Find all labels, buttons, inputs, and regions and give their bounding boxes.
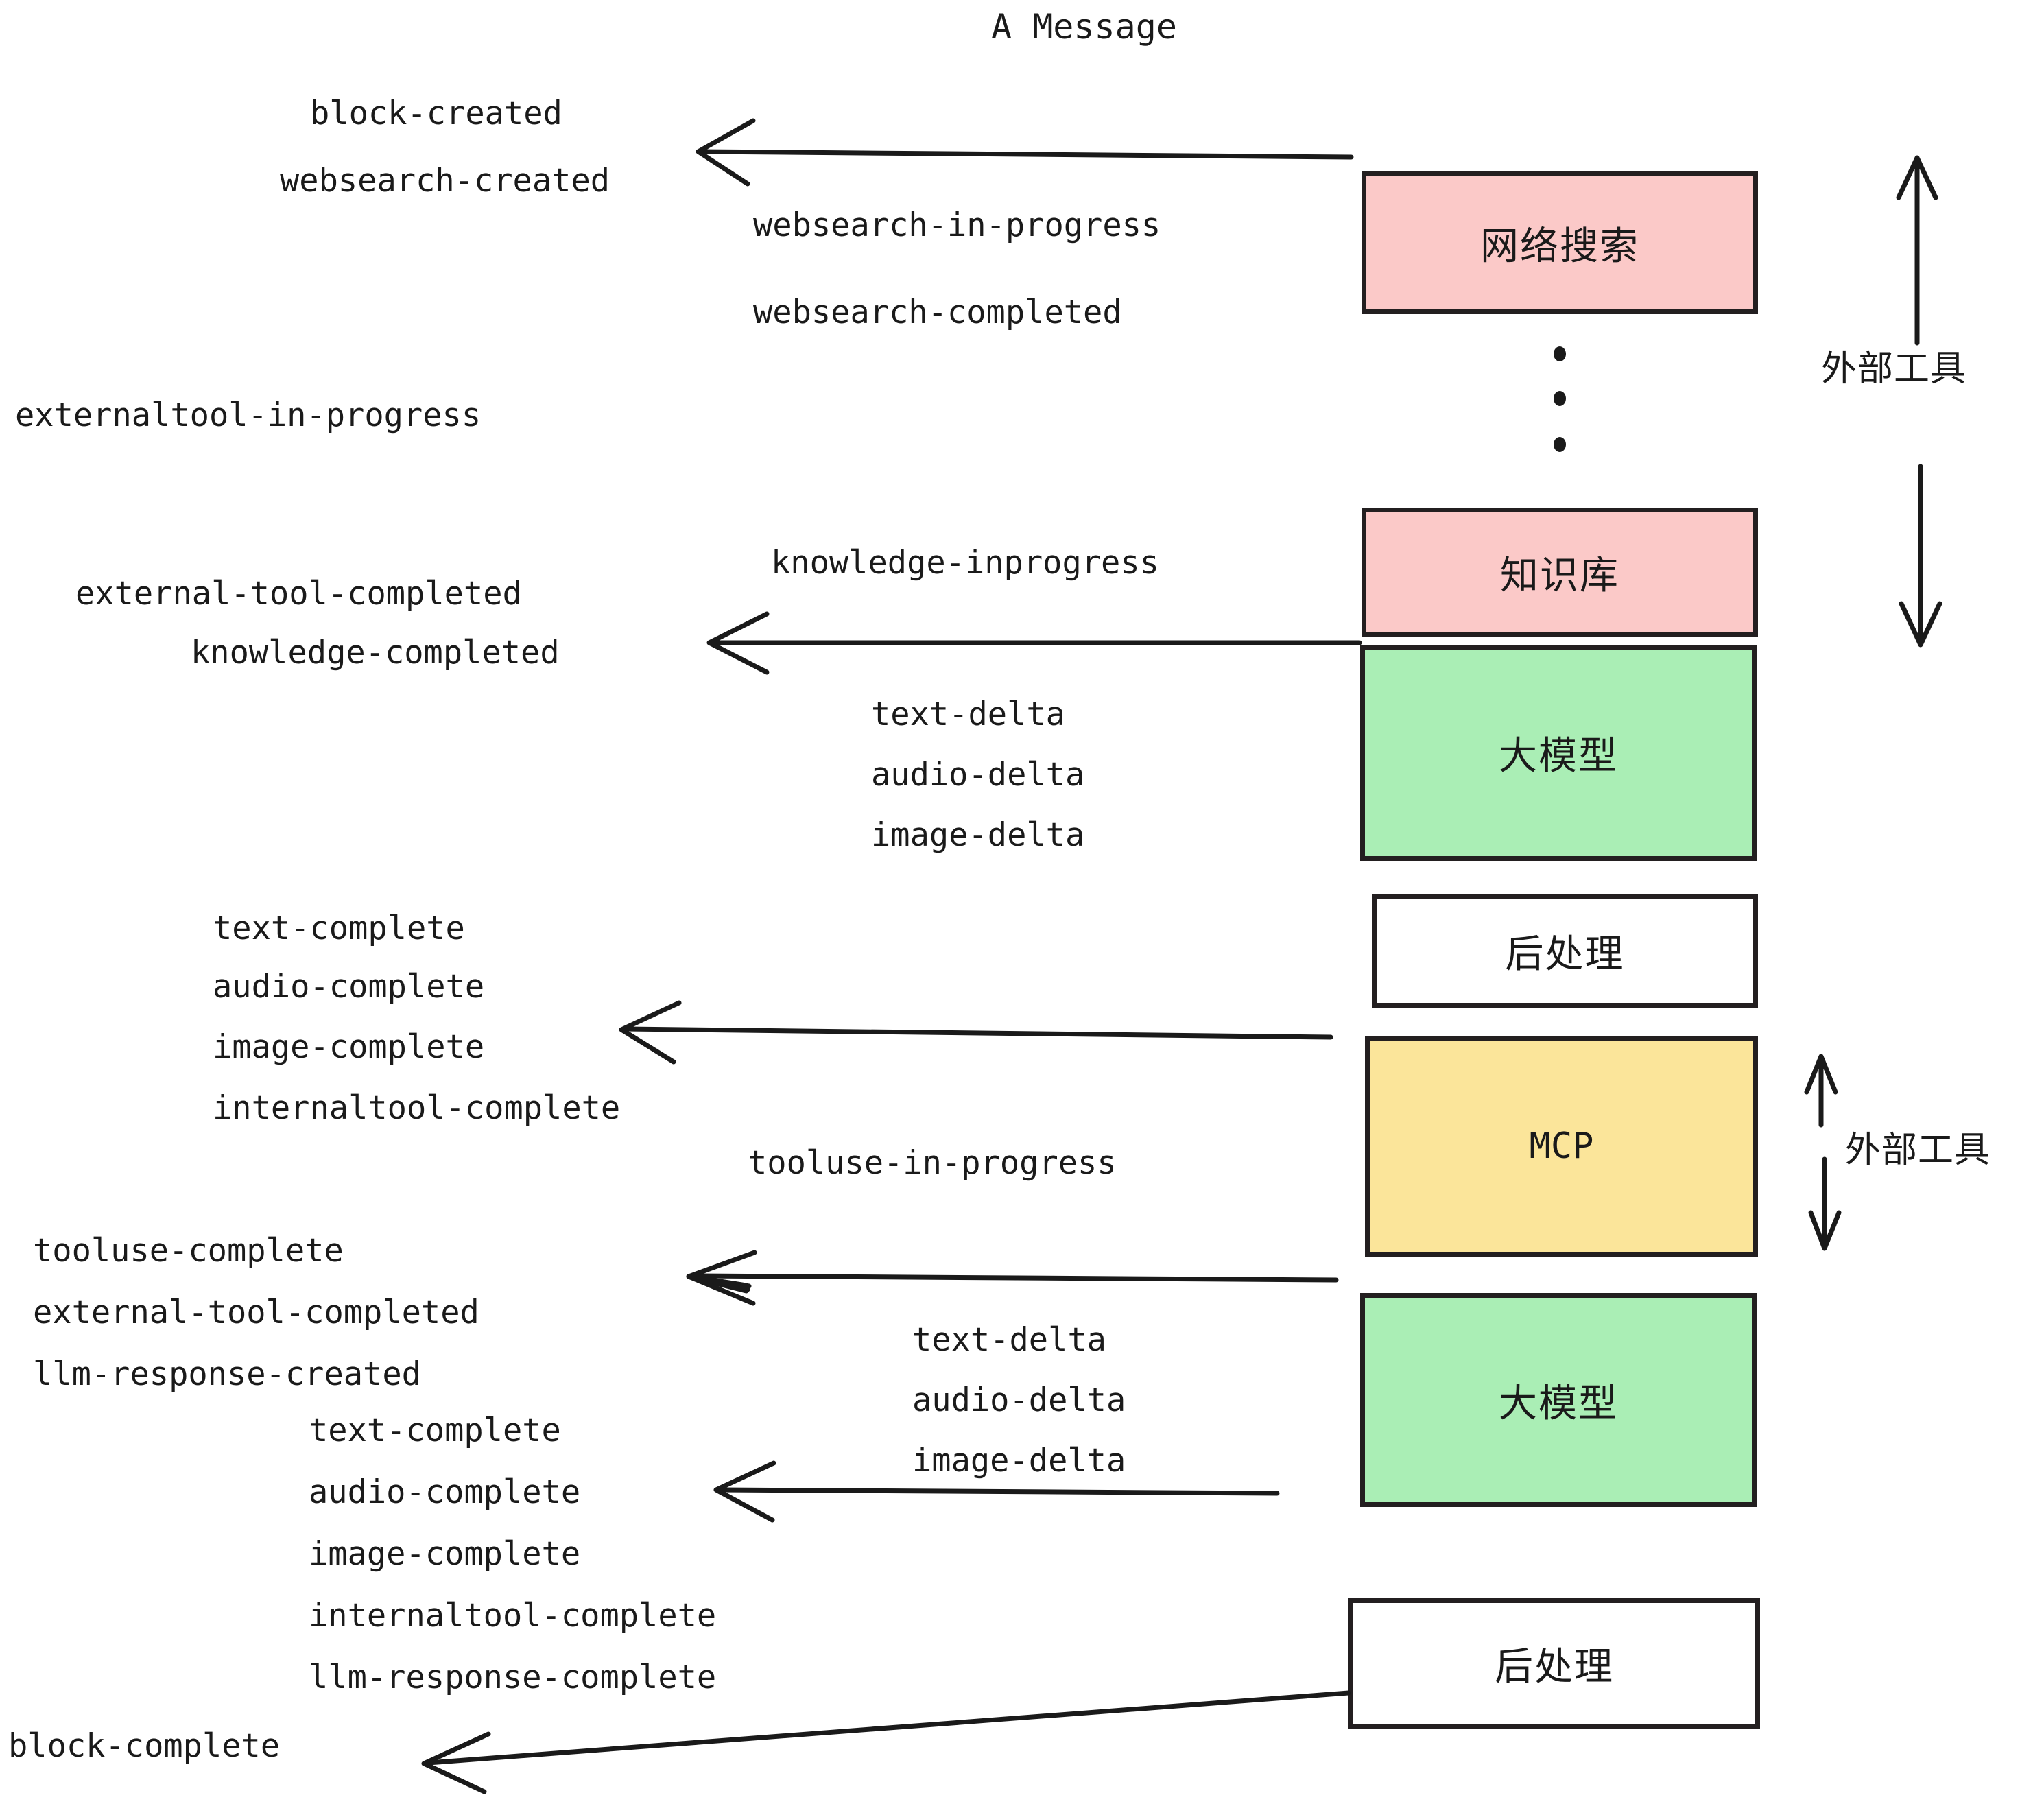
event-websearch-in-progress: websearch-in-progress (753, 206, 1161, 244)
event-text-delta-2: text-delta (912, 1321, 1106, 1359)
event-internaltool-complete-1: internaltool-complete (213, 1089, 621, 1127)
node-knowledge-label: 知识库 (1500, 553, 1619, 598)
node-knowledge[interactable]: 知识库 (1362, 508, 1758, 637)
node-postprocess-first[interactable]: 后处理 (1372, 894, 1758, 1008)
event-knowledge-inprogress: knowledge-inprogress (771, 544, 1159, 582)
event-image-complete-2: image-complete (309, 1535, 581, 1573)
arrow-block-complete (421, 1690, 1351, 1794)
arrow-block-created (696, 118, 1354, 187)
event-audio-complete-1: audio-complete (213, 968, 485, 1006)
node-llm-second[interactable]: 大模型 (1360, 1293, 1757, 1507)
event-audio-complete-2: audio-complete (309, 1473, 581, 1511)
node-mcp-label: MCP (1529, 1126, 1594, 1167)
event-internaltool-complete-2: internaltool-complete (309, 1597, 717, 1635)
event-websearch-created: websearch-created (280, 162, 610, 200)
ellipsis-dot-3 (1554, 437, 1566, 452)
event-external-tool-completed-2: external-tool-completed (33, 1294, 479, 1331)
event-block-created: block-created (310, 95, 562, 132)
event-audio-delta-2: audio-delta (912, 1381, 1126, 1419)
event-tooluse-in-progress: tooluse-in-progress (748, 1144, 1117, 1182)
event-external-tool-completed-1: external-tool-completed (75, 575, 522, 613)
event-text-complete-2: text-complete (309, 1412, 561, 1449)
node-websearch[interactable]: 网络搜索 (1362, 171, 1758, 314)
node-mcp[interactable]: MCP (1365, 1036, 1758, 1257)
event-externaltool-in-progress: externaltool-in-progress (15, 396, 482, 434)
event-tooluse-complete: tooluse-complete (33, 1232, 344, 1270)
arrow-knowledge-completed (706, 611, 1362, 675)
node-llm-second-label: 大模型 (1499, 1381, 1618, 1426)
event-knowledge-completed: knowledge-completed (191, 634, 560, 672)
node-postprocess-second-label: 后处理 (1495, 1644, 1614, 1689)
event-text-complete-1: text-complete (213, 910, 465, 947)
side-label-external-tool-bottom: 外部工具 (1845, 1130, 1991, 1171)
event-text-delta-1: text-delta (871, 696, 1065, 733)
side-label-external-tool-top: 外部工具 (1821, 348, 1967, 390)
bracket-external-tool-top (1896, 155, 1942, 648)
event-image-complete-1: image-complete (213, 1028, 485, 1066)
event-websearch-completed: websearch-completed (753, 294, 1122, 331)
event-block-complete: block-complete (8, 1727, 281, 1765)
node-postprocess-first-label: 后处理 (1505, 931, 1625, 977)
diagram-title: A Message (991, 7, 1177, 47)
node-postprocess-second[interactable]: 后处理 (1348, 1598, 1760, 1729)
node-llm-first-label: 大模型 (1499, 734, 1618, 779)
arrow-tooluse-complete (686, 1250, 1339, 1306)
event-llm-response-complete: llm-response-complete (309, 1659, 717, 1696)
event-image-delta-2: image-delta (912, 1442, 1126, 1480)
node-websearch-label: 网络搜索 (1480, 224, 1639, 269)
ellipsis-dot-2 (1554, 391, 1566, 406)
event-llm-response-created: llm-response-created (33, 1355, 421, 1393)
node-llm-first[interactable]: 大模型 (1360, 645, 1757, 861)
ellipsis-dot-1 (1554, 346, 1566, 361)
event-image-delta-1: image-delta (871, 816, 1085, 854)
arrow-image-complete (619, 1000, 1333, 1065)
event-audio-delta-1: audio-delta (871, 756, 1085, 794)
bracket-external-tool-bottom (1804, 1054, 1842, 1251)
